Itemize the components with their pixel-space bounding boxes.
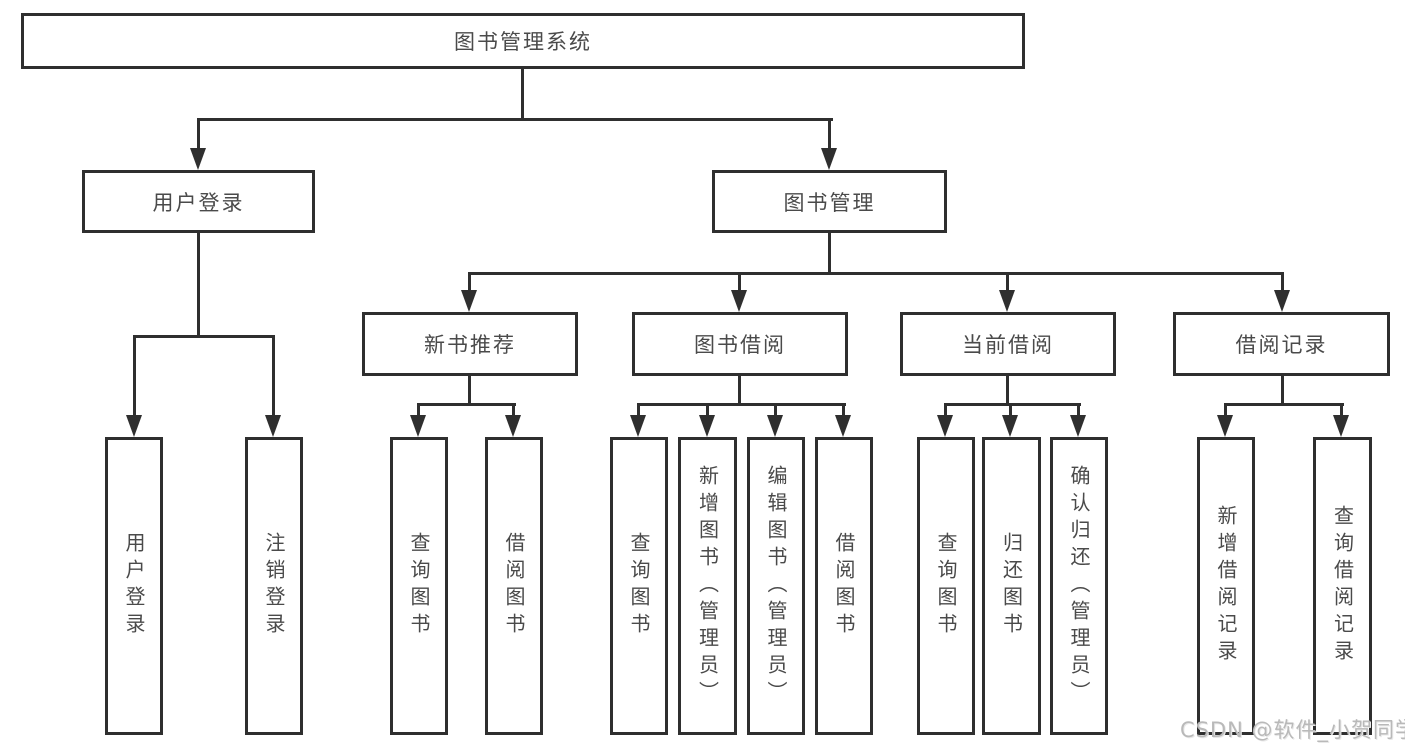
node-leaf-query-books: 查询图书 — [917, 437, 975, 735]
leaf-label: 新增借阅记录 — [1214, 505, 1238, 667]
arrow-down-icon — [505, 415, 521, 437]
node-book-borrow: 图书借阅 — [632, 312, 848, 376]
connector-borrow-drop — [706, 403, 709, 415]
leaf-label: 归还图书 — [999, 532, 1024, 640]
connector-bookmgmt-drop — [738, 272, 741, 290]
connector-userlogin-drop — [272, 335, 275, 415]
arrow-down-icon — [126, 415, 142, 437]
connector-records-drop — [1224, 403, 1227, 415]
arrow-down-icon — [410, 415, 426, 437]
connector-current-drop — [944, 403, 947, 415]
arrow-down-icon — [630, 415, 646, 437]
leaf-label: 编辑图书（管理员） — [764, 464, 788, 708]
arrow-down-icon — [1217, 415, 1233, 437]
arrow-down-icon — [767, 415, 783, 437]
leaf-label: 查询图书 — [627, 532, 651, 640]
node-leaf-edit-books-admin: 编辑图书（管理员） — [747, 437, 805, 735]
connector-recommend-stem — [468, 376, 471, 403]
node-library-system: 图书管理系统 — [21, 13, 1025, 69]
arrow-down-icon — [1070, 415, 1086, 437]
node-leaf-user-login: 用户登录 — [105, 437, 163, 735]
connector-current-bar — [944, 403, 1081, 406]
leaf-label: 查询借阅记录 — [1330, 505, 1355, 667]
node-leaf-borrow-books: 借阅图书 — [485, 437, 543, 735]
arrow-down-icon — [937, 415, 953, 437]
connector-root-drop-left — [197, 118, 200, 150]
leaf-label: 借阅图书 — [502, 532, 526, 640]
connector-userlogin-drop — [133, 335, 136, 415]
leaf-label: 借阅图书 — [832, 532, 856, 640]
connector-borrow-stem — [738, 376, 741, 403]
connector-current-stem — [1006, 376, 1009, 403]
connector-root-bar — [197, 118, 833, 121]
arrow-down-icon — [265, 415, 281, 437]
connector-userlogin-stem — [197, 233, 200, 335]
arrow-down-icon — [461, 290, 477, 312]
node-leaf-logout: 注销登录 — [245, 437, 303, 735]
leaf-label: 注销登录 — [262, 532, 286, 640]
node-leaf-query-books: 查询图书 — [610, 437, 668, 735]
leaf-label: 用户登录 — [122, 532, 146, 640]
connector-current-drop — [1077, 403, 1080, 415]
csdn-watermark: CSDN @软件_小贺同学 — [1180, 718, 1405, 742]
node-book-management: 图书管理 — [712, 170, 947, 233]
leaf-label: 新增图书（管理员） — [695, 464, 720, 708]
connector-records-stem — [1281, 376, 1284, 403]
connector-records-bar — [1224, 403, 1344, 406]
arrow-down-icon — [699, 415, 715, 437]
arrow-down-icon — [835, 415, 851, 437]
connector-records-drop — [1340, 403, 1343, 415]
arrow-down-icon — [1002, 415, 1018, 437]
connector-borrow-drop — [842, 403, 845, 415]
node-leaf-borrow-books: 借阅图书 — [815, 437, 873, 735]
node-new-book-recommend: 新书推荐 — [362, 312, 578, 376]
node-leaf-query-books: 查询图书 — [390, 437, 448, 735]
leaf-label: 查询图书 — [407, 532, 431, 640]
arrow-down-icon — [999, 290, 1015, 312]
connector-recommend-drop — [417, 403, 420, 415]
connector-bookmgmt-drop — [1006, 272, 1009, 290]
node-user-login: 用户登录 — [82, 170, 315, 233]
node-leaf-confirm-return-admin: 确认归还（管理员） — [1050, 437, 1108, 735]
connector-borrow-drop — [774, 403, 777, 415]
connector-userlogin-bar — [133, 335, 275, 338]
arrow-down-icon — [1274, 290, 1290, 312]
connector-borrow-bar — [637, 403, 846, 406]
connector-bookmgmt-drop — [468, 272, 471, 290]
connector-bookmgmt-drop — [1281, 272, 1284, 290]
node-leaf-query-borrow-record: 查询借阅记录 — [1313, 437, 1372, 735]
arrow-down-icon — [821, 148, 837, 170]
node-current-borrow: 当前借阅 — [900, 312, 1116, 376]
connector-bookmgmt-stem — [828, 233, 831, 272]
connector-current-drop — [1009, 403, 1012, 415]
leaf-label: 查询图书 — [934, 532, 958, 640]
connector-root-stem — [521, 69, 524, 118]
node-leaf-add-books-admin: 新增图书（管理员） — [678, 437, 737, 735]
connector-root-drop-right — [828, 118, 831, 150]
node-leaf-add-borrow-record: 新增借阅记录 — [1197, 437, 1255, 735]
arrow-down-icon — [731, 290, 747, 312]
connector-recommend-drop — [512, 403, 515, 415]
connector-borrow-drop — [637, 403, 640, 415]
node-leaf-return-books: 归还图书 — [982, 437, 1041, 735]
connector-recommend-bar — [417, 403, 516, 406]
node-borrow-records: 借阅记录 — [1173, 312, 1390, 376]
arrow-down-icon — [1333, 415, 1349, 437]
connector-bookmgmt-bar — [468, 272, 1284, 275]
arrow-down-icon — [190, 148, 206, 170]
leaf-label: 确认归还（管理员） — [1067, 464, 1091, 708]
